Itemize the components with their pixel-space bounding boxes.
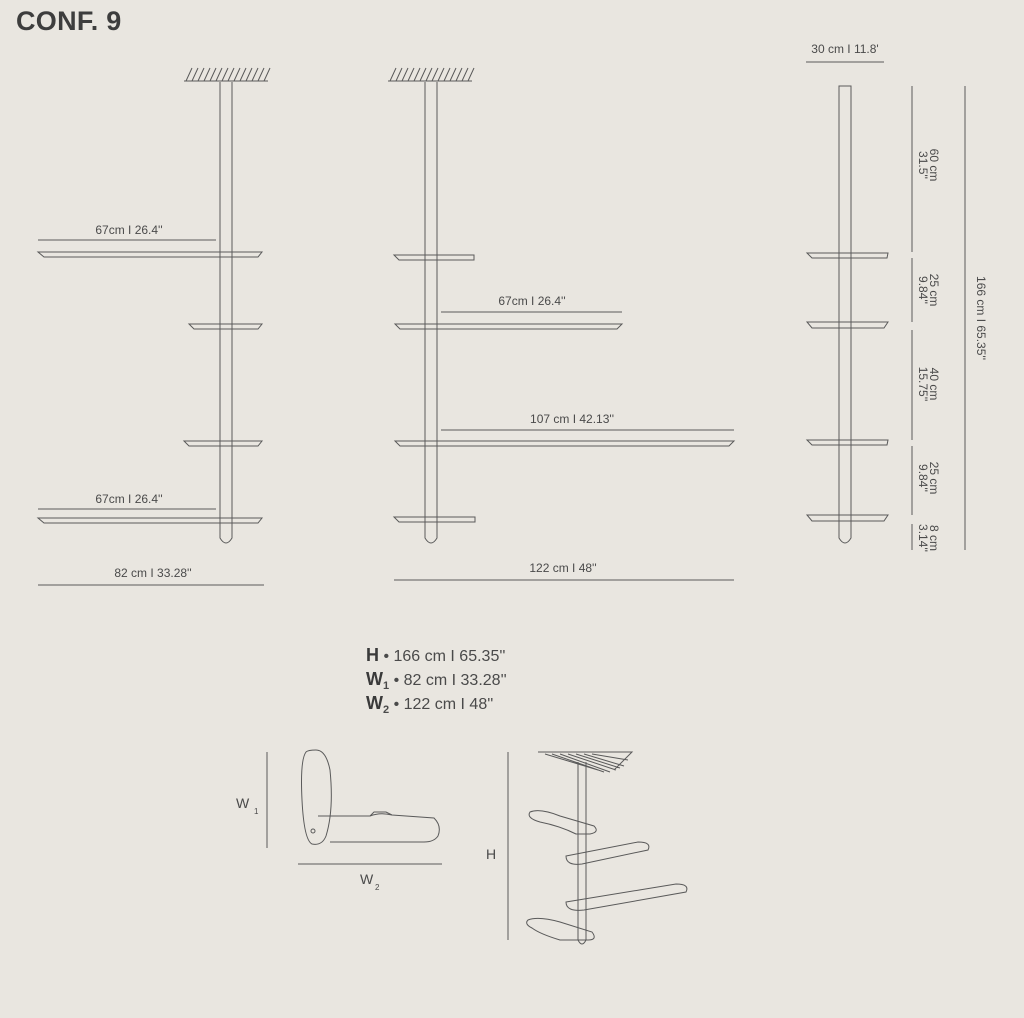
spec-key: W	[366, 669, 383, 689]
shelf	[805, 439, 889, 446]
shelf	[393, 440, 736, 447]
spec-sub: 2	[383, 704, 390, 717]
h-label: H	[486, 846, 496, 862]
segment-label-cm: 60 cm	[927, 149, 941, 182]
segment-label-in: 31.5''	[916, 151, 930, 179]
ceiling-hatch	[184, 67, 271, 82]
segment-label-cm: 25 cm	[927, 462, 941, 495]
shelf	[565, 883, 688, 911]
shelf	[805, 252, 889, 259]
shelf	[526, 917, 595, 941]
spec-width-1: W1 • 82 cm I 33.28''	[366, 667, 507, 698]
shelf	[182, 440, 264, 447]
spec-height: H • 166 cm I 65.35''	[366, 643, 505, 669]
w1-sub-label: 1	[254, 807, 259, 816]
segment-label-in: 3.14''	[916, 524, 930, 552]
segment-label-cm: 25 cm	[927, 274, 941, 307]
w1-label: W	[236, 795, 250, 811]
segment-label-cm: 8 cm	[927, 525, 941, 551]
front-view-right	[388, 67, 736, 581]
shelf-width-label: 107 cm I 42.13''	[530, 412, 614, 426]
segment-label-in: 15.75''	[916, 367, 930, 402]
shelf	[805, 321, 889, 329]
spec-width-2: W2 • 122 cm I 48''	[366, 691, 493, 722]
pole	[838, 85, 852, 544]
segment-labels: 60 cm 31.5'' 25 cm 9.84'' 40 cm 15.75'' …	[916, 149, 988, 552]
spec-value: • 122 cm I 48''	[393, 696, 494, 713]
segment-label-cm: 40 cm	[927, 368, 941, 401]
pole	[424, 82, 438, 544]
shelf	[393, 323, 624, 330]
shelf	[36, 251, 264, 258]
shelf	[805, 514, 889, 522]
shelf	[392, 516, 476, 523]
shelf-outline	[301, 749, 332, 845]
spec-sub: 1	[383, 680, 390, 693]
segment-label-in: 9.84''	[916, 464, 930, 492]
spec-key: W	[366, 693, 383, 713]
overall-width-label: 122 cm I 48''	[529, 561, 596, 575]
ceiling-plate	[538, 751, 634, 773]
shelf	[187, 323, 264, 330]
overall-width-label: 82 cm I 33.28''	[114, 566, 191, 580]
perspective-view	[507, 751, 688, 945]
shelf-width-label: 67cm I 26.4''	[95, 492, 162, 506]
pole	[219, 82, 233, 544]
w2-sub-label: 2	[375, 883, 380, 892]
depth-label: 30 cm I 11.8'	[811, 42, 878, 56]
shelf-outline	[318, 813, 440, 843]
top-view	[266, 749, 442, 865]
pole-mark	[310, 828, 316, 834]
front-view-left	[36, 67, 271, 586]
spec-value: • 166 cm I 65.35''	[383, 648, 506, 665]
shelf-outline	[369, 811, 393, 817]
page-title: CONF. 9	[16, 6, 122, 36]
shelf	[36, 517, 264, 524]
shelf	[392, 254, 475, 261]
ceiling-hatch	[388, 67, 475, 82]
spec-key: H	[366, 645, 379, 665]
shelf	[528, 810, 597, 835]
shelf-width-label: 67cm I 26.4''	[95, 223, 162, 237]
segment-label-in: 9.84''	[916, 276, 930, 304]
side-view	[805, 61, 966, 550]
total-height-label: 166 cm I 65.35''	[974, 276, 988, 360]
shelf	[565, 841, 650, 865]
spec-value: • 82 cm I 33.28''	[393, 672, 507, 689]
w2-label: W	[360, 871, 374, 887]
shelf-width-label: 67cm I 26.4''	[498, 294, 565, 308]
